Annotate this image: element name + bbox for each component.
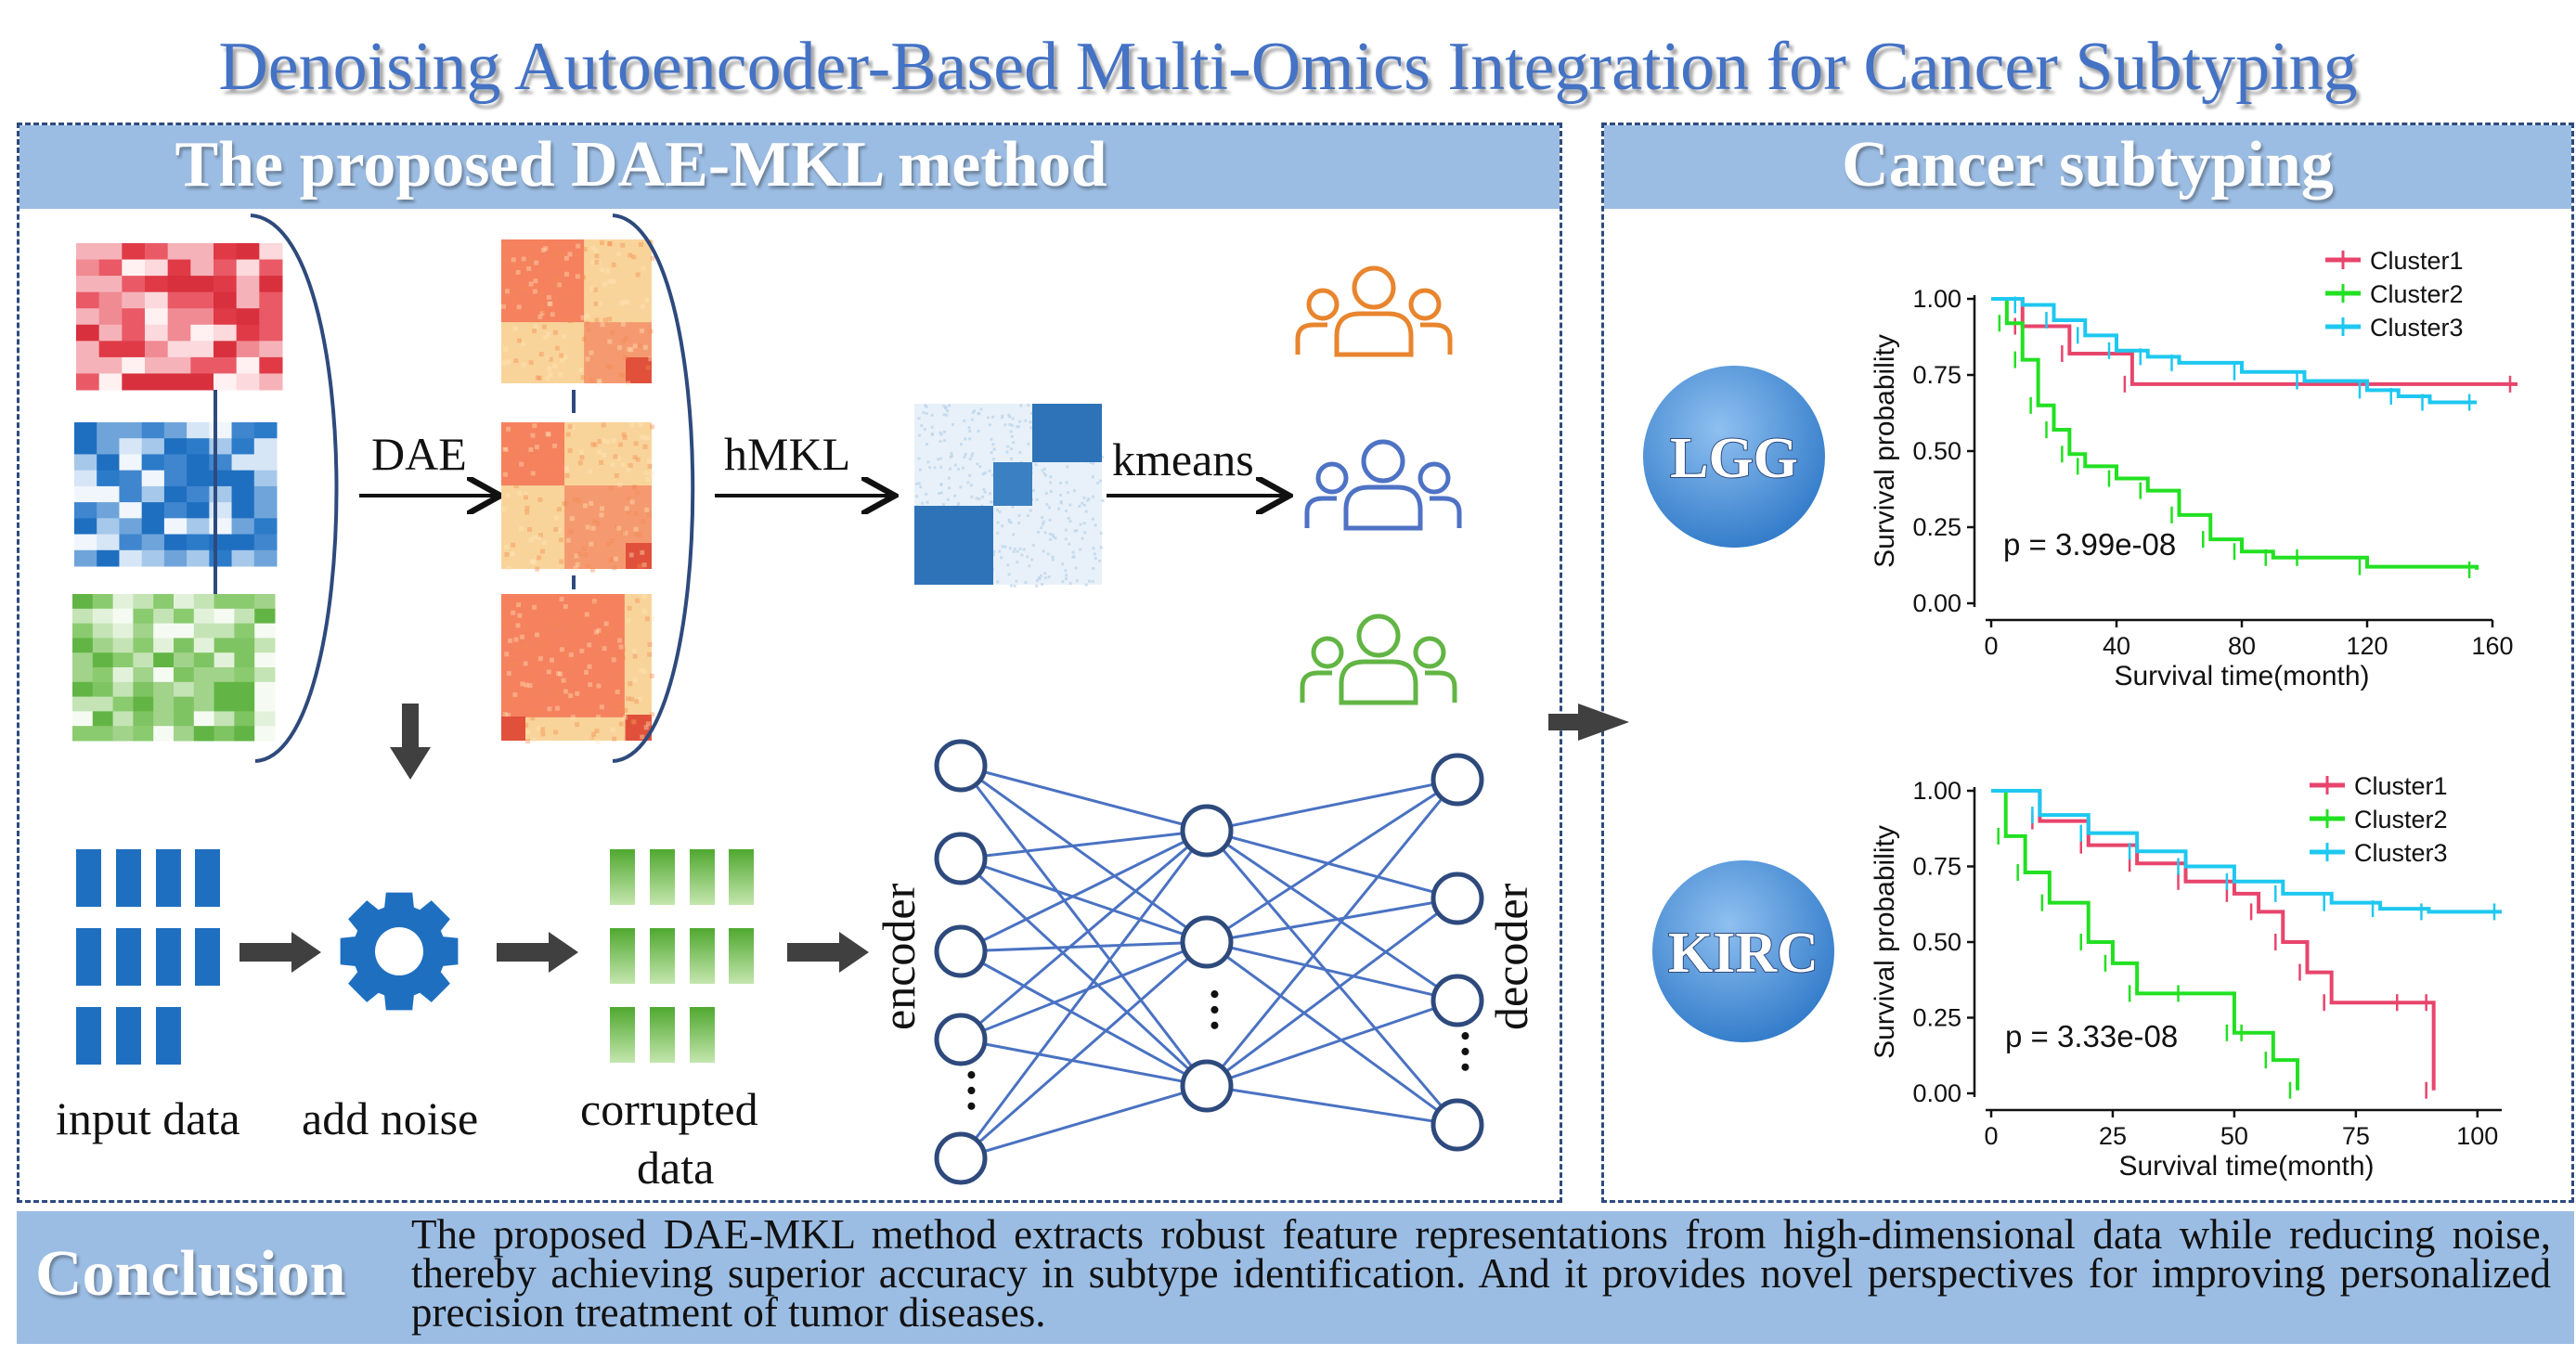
survival-curve [1991,297,2478,405]
lgg-badge: LGG [1643,366,1825,548]
kirc-label: KIRC [1668,922,1819,985]
input-ellipsis: … [933,1067,985,1114]
similarity-matrix-2 [501,422,655,573]
fused-kernel-matrix [914,404,1105,588]
omics-heatmap-green [72,594,276,742]
main-title: Denoising Autoencoder-Based Multi-Omics … [218,29,2358,105]
legend-label: Cluster2 [2370,280,2464,308]
y-axis-label: Survival probability [1870,825,1900,1059]
input-data-icon [76,849,220,1065]
step-arrow-2 [497,932,578,973]
x-tick-label: 25 [2099,1122,2127,1150]
y-tick-label: 0.50 [1912,437,1961,465]
x-tick-label: 80 [2228,632,2256,660]
legend-label: Cluster2 [2354,806,2448,833]
legend-label: Cluster1 [2354,772,2448,800]
x-tick-label: 160 [2471,632,2513,660]
x-tick-label: 50 [2220,1122,2248,1150]
y-axis-label: Survival probability [1870,334,1900,568]
step-arrow-1 [239,932,321,973]
panel-connector-arrow [1548,704,1629,741]
survival-curve [1991,789,2502,914]
subtype-group-blue-icon [1304,439,1462,531]
conclusion-text: The proposed DAE-MKL method extracts rob… [411,1211,2551,1336]
down-arrow-icon [390,704,431,780]
y-tick-label: 0.50 [1912,928,1961,956]
y-tick-label: 0.75 [1912,853,1961,881]
matrix-bracket [572,213,695,763]
kirc-badge: KIRC [1652,860,1834,1042]
kmeans-label: kmeans [1112,433,1254,485]
similarity-matrix-3 [501,594,655,744]
y-tick-label: 1.00 [1912,285,1961,313]
gear-icon [340,892,459,1011]
method-panel-heading: The proposed DAE-MKL method [19,125,1560,209]
survival-curve [1991,297,2479,570]
corrupted-label-line2: data [637,1142,714,1194]
subtype-group-orange-icon [1295,265,1453,357]
legend-label: Cluster3 [2370,314,2464,342]
input-bracket [214,213,339,763]
dae-label: DAE [371,428,467,480]
encoder-label: encoder [873,883,925,1030]
y-tick-label: 0.75 [1912,361,1961,389]
subtype-group-green-icon [1300,613,1457,705]
conclusion-label: Conclusion [35,1238,346,1310]
y-tick-label: 0.25 [1912,1004,1961,1032]
x-tick-label: 75 [2342,1122,2370,1150]
p-value: p = 3.99e-08 [2003,527,2176,562]
legend-label: Cluster1 [2370,247,2464,275]
lgg-label: LGG [1670,427,1798,490]
input-data-label: input data [56,1092,240,1144]
hmkl-label: hMKL [724,428,850,480]
method-panel: The proposed DAE-MKL method [17,123,1562,1203]
p-value: p = 3.33e-08 [2005,1019,2178,1053]
y-tick-label: 0.00 [1912,589,1961,617]
subtyping-panel-heading: Cancer subtyping [1604,125,2571,209]
corrupted-data-icon [610,849,754,1063]
legend-label: Cluster3 [2354,839,2448,867]
similarity-matrix-1 [501,239,655,386]
dae-arrow: DAE [359,428,497,496]
y-tick-label: 0.25 [1912,513,1961,541]
y-tick-label: 0.00 [1912,1079,1961,1107]
x-tick-label: 0 [1984,632,1998,660]
x-axis-label: Survival time(month) [2114,661,2369,691]
autoencoder-network [934,739,1484,1185]
x-tick-label: 0 [1984,1122,1998,1150]
survival-curve [1991,789,2299,1091]
subtyping-panel: Cancer subtyping [1601,123,2574,1203]
conclusion-band: Conclusion The proposed DAE-MKL method e… [17,1211,2574,1344]
x-axis-label: Survival time(month) [2118,1151,2374,1182]
y-tick-label: 1.00 [1912,777,1961,805]
x-tick-label: 120 [2346,632,2388,660]
omics-heatmap-red [76,243,283,391]
kmeans-arrow: kmeans [1107,433,1286,496]
corrupted-label-line1: corrupted [580,1083,758,1135]
x-tick-label: 100 [2456,1122,2498,1150]
step-arrow-3 [787,932,869,973]
hmkl-arrow: hMKL [715,428,891,496]
add-noise-label: add noise [302,1092,478,1144]
output-ellipsis: … [1427,1028,1479,1075]
decoder-label: decoder [1485,883,1537,1030]
x-tick-label: 40 [2103,632,2130,660]
hidden-ellipsis: … [1176,987,1228,1033]
omics-heatmap-blue [74,422,278,567]
